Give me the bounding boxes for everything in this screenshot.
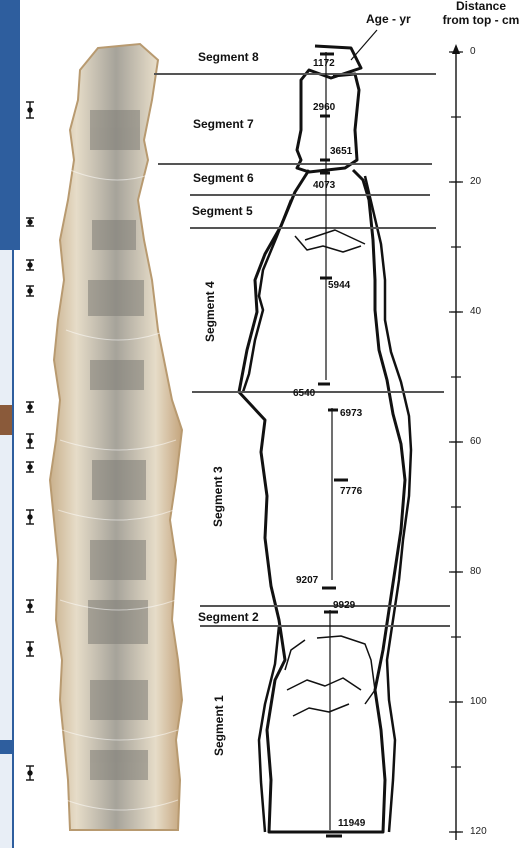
sample-marker [26,286,34,296]
age-label: 6540 [293,388,315,399]
age-label: 9929 [333,600,355,611]
growth-band [90,750,148,780]
age-label: 4073 [313,180,335,191]
age-label: 7776 [340,486,362,497]
age-pointer [345,26,385,66]
age-label: 6973 [340,408,362,419]
distance-axis [440,40,470,848]
background-frame-top [0,0,20,250]
background-frame-mark-2 [0,740,12,754]
segment-label-8: Segment 8 [198,50,259,64]
segment-label-4: Segment 4 [203,281,217,342]
sample-marker [26,642,34,656]
axis-tick-label: 20 [470,176,481,187]
sample-marker [26,102,34,118]
growth-band [88,280,144,316]
growth-band [90,540,146,580]
age-label: 11949 [338,818,365,829]
segment-dividers [150,60,450,640]
segment-label-7: Segment 7 [193,117,254,131]
age-label: 2960 [313,102,335,113]
axis-tick-label: 120 [470,826,487,837]
distance-header-line1: Distance [426,0,520,13]
axis-tick-label: 60 [470,436,481,447]
growth-band [88,600,148,644]
axis-tick-label: 0 [470,46,476,57]
background-frame-panel [0,250,14,848]
growth-band [90,360,144,390]
axis-tick-label: 100 [470,696,487,707]
age-label: 9207 [296,575,318,586]
sample-marker [26,402,34,412]
growth-band [92,460,146,500]
segment-label-5: Segment 5 [192,204,253,218]
sample-marker [26,766,34,780]
age-label: 5944 [328,280,350,291]
age-transect [310,40,350,840]
segment-label-3: Segment 3 [211,466,225,527]
sample-marker [26,218,34,226]
segment-label-1: Segment 1 [212,695,226,756]
growth-band [90,110,140,150]
sample-marker [26,260,34,270]
distance-header-line2: from top - cm [426,13,520,27]
sample-marker [26,462,34,472]
growth-band [92,220,136,250]
sample-marker [26,600,34,612]
sample-marker [26,510,34,524]
segment-label-6: Segment 6 [193,171,254,185]
growth-band [90,680,148,720]
axis-tick-label: 80 [470,566,481,577]
age-label: 3651 [330,146,352,157]
distance-header: Distance from top - cm [426,0,520,27]
background-frame-mark [0,405,12,435]
axis-tick-label: 40 [470,306,481,317]
sample-markers [20,90,40,790]
segment-label-2: Segment 2 [198,610,259,624]
sample-marker [26,434,34,448]
age-header: Age - yr [366,12,411,26]
age-label: 1172 [313,58,335,69]
